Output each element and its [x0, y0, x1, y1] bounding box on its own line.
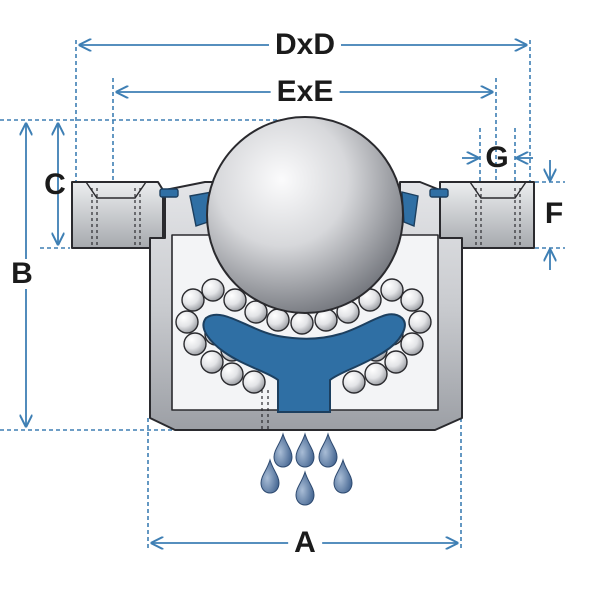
blue-insert: [202, 313, 406, 413]
label-f: F: [544, 197, 564, 230]
support-ball: [364, 362, 388, 386]
support-ball: [201, 278, 225, 302]
label-b: B: [5, 259, 39, 289]
support-ball: [290, 311, 314, 335]
water-droplet-icon: [295, 470, 315, 506]
label-exe: ExE: [270, 77, 340, 107]
label-a: A: [288, 528, 322, 558]
support-ball: [223, 288, 247, 312]
support-ball: [400, 332, 424, 356]
water-droplet-icon: [273, 432, 293, 468]
main-ball: [206, 116, 404, 314]
support-ball: [183, 332, 207, 356]
support-ball: [384, 350, 408, 374]
hole-countersinks: [85, 181, 527, 199]
support-ball: [408, 310, 432, 334]
support-ball: [220, 362, 244, 386]
support-ball: [242, 370, 266, 394]
water-droplet-icon: [318, 432, 338, 468]
support-ball: [181, 288, 205, 312]
support-ball: [400, 288, 424, 312]
label-c: C: [44, 168, 66, 201]
support-ball: [175, 310, 199, 334]
label-g: G: [485, 141, 509, 174]
support-ball: [266, 308, 290, 332]
water-droplet-icon: [295, 432, 315, 468]
flange-holes: [91, 188, 521, 246]
water-droplets: [260, 432, 353, 506]
support-ball: [380, 278, 404, 302]
drain-hole: [261, 390, 269, 430]
label-dxd: DxD: [268, 30, 342, 60]
water-droplet-icon: [260, 458, 280, 494]
water-droplet-icon: [333, 458, 353, 494]
support-ball: [200, 350, 224, 374]
support-ball: [342, 370, 366, 394]
